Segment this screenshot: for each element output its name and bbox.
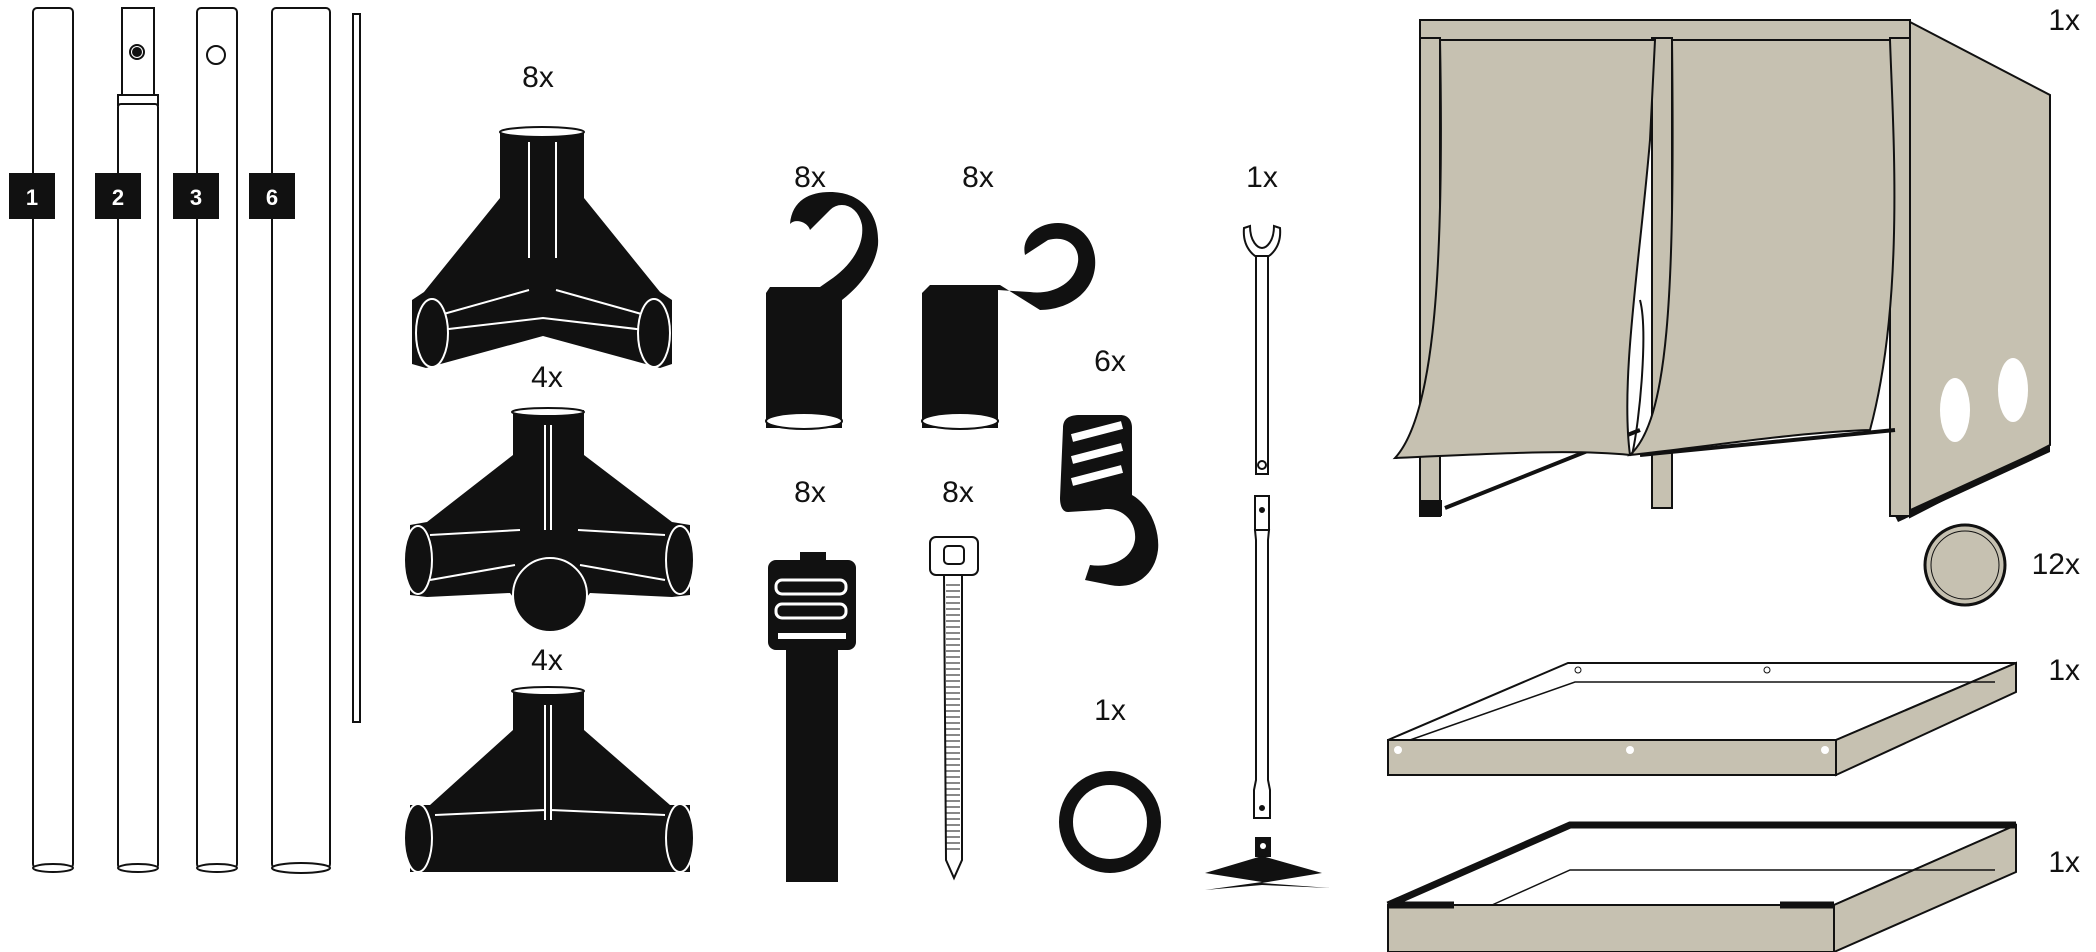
large-hook-qty: 8x bbox=[962, 161, 994, 194]
grow-tent bbox=[1392, 19, 2051, 522]
floor-tray-qty: 1x bbox=[2048, 846, 2080, 879]
ring bbox=[1059, 771, 1161, 873]
svg-text:1: 1 bbox=[26, 185, 38, 210]
small-hook-qty: 8x bbox=[794, 161, 826, 194]
pole-3 bbox=[196, 7, 238, 873]
pole-3-tag: 3 bbox=[173, 173, 219, 219]
pole-2-tag: 2 bbox=[95, 173, 141, 219]
cable-tie bbox=[929, 536, 979, 881]
cross-connector bbox=[403, 407, 695, 633]
patch bbox=[1923, 523, 2007, 607]
thin-rod bbox=[352, 13, 361, 723]
pole-1 bbox=[32, 7, 74, 873]
patch-qty: 12x bbox=[2032, 548, 2080, 581]
adjustable-hanger bbox=[1205, 224, 1330, 890]
small-hook bbox=[765, 192, 879, 430]
pole-2 bbox=[117, 7, 159, 873]
tee-connector-qty: 4x bbox=[531, 644, 563, 677]
pole-6 bbox=[271, 7, 331, 874]
cross-connector-qty: 4x bbox=[531, 361, 563, 394]
pole-1-tag: 1 bbox=[9, 173, 55, 219]
svg-text:2: 2 bbox=[112, 185, 124, 210]
floor-frame-qty: 1x bbox=[2048, 654, 2080, 687]
svg-text:6: 6 bbox=[266, 185, 278, 210]
corner-connector-qty: 8x bbox=[522, 61, 554, 94]
cable-tie-qty: 8x bbox=[942, 476, 974, 509]
tent-qty: 1x bbox=[2048, 4, 2080, 37]
pole-6-tag: 6 bbox=[249, 173, 295, 219]
tee-connector bbox=[403, 686, 695, 873]
floor-frame bbox=[1387, 661, 2017, 777]
ring-qty: 1x bbox=[1094, 694, 1126, 727]
clip-hook-qty: 6x bbox=[1094, 345, 1126, 378]
buckle-strap-qty: 8x bbox=[794, 476, 826, 509]
buckle-strap bbox=[768, 552, 856, 882]
floor-tray bbox=[1386, 821, 2017, 952]
adjustable-hanger-qty: 1x bbox=[1246, 161, 1278, 194]
large-hook bbox=[921, 223, 1096, 430]
svg-text:3: 3 bbox=[190, 185, 202, 210]
corner-connector bbox=[412, 126, 672, 368]
clip-hook bbox=[1060, 415, 1159, 586]
